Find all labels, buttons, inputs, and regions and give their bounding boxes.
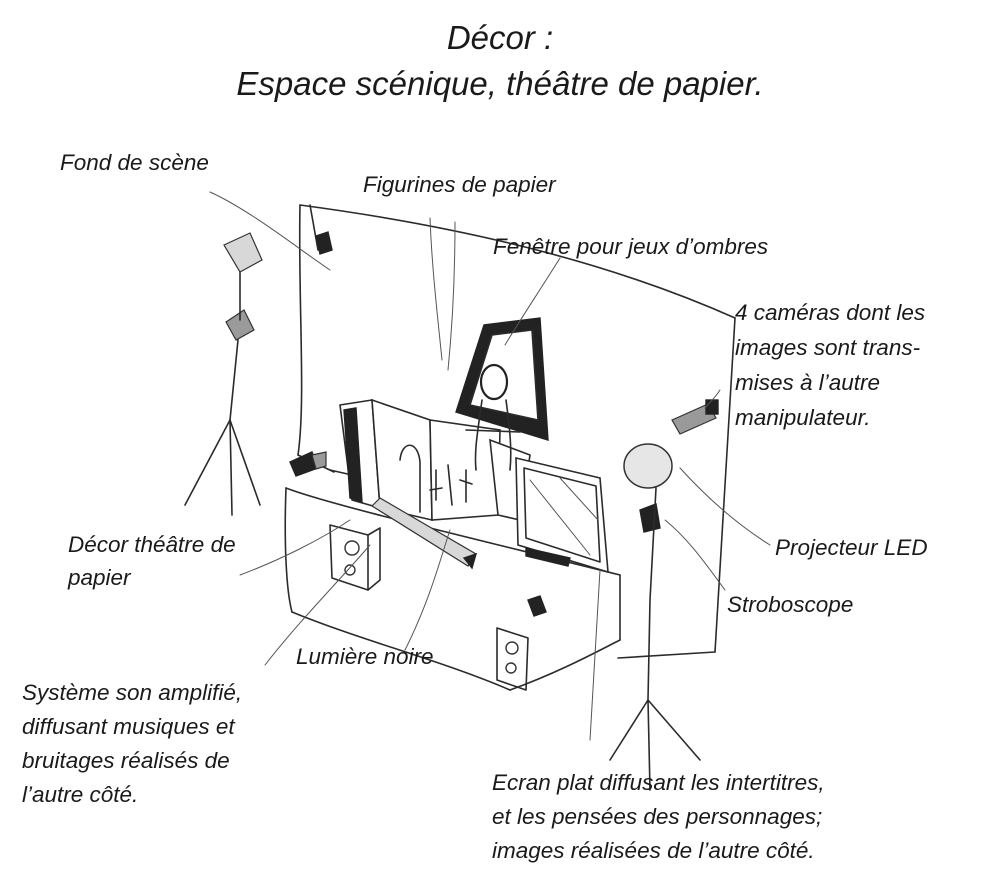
diagram-title: Décor : bbox=[446, 19, 554, 56]
backdrop-camera bbox=[309, 204, 333, 255]
right-camera bbox=[671, 399, 719, 435]
label-ecran-line1: Ecran plat diffusant les intertitres, bbox=[492, 770, 825, 795]
label-figurines: Figurines de papier bbox=[363, 172, 556, 197]
left-camera bbox=[289, 451, 327, 477]
label-son-line3: bruitages réalisés de bbox=[22, 748, 230, 773]
label-cameras-line2: images sont trans- bbox=[735, 335, 921, 360]
diagram-subtitle: Espace scénique, théâtre de papier. bbox=[236, 65, 764, 102]
leader-lines bbox=[209, 191, 771, 741]
label-cameras-line4: manipulateur. bbox=[735, 405, 871, 430]
label-cameras-line3: mises à l’autre bbox=[735, 370, 881, 395]
label-decor-line1: Décor théâtre de bbox=[68, 532, 236, 557]
shadow-window bbox=[455, 317, 549, 471]
label-cameras-line1: 4 caméras dont les bbox=[735, 300, 926, 325]
led-projector bbox=[609, 443, 701, 791]
right-speaker bbox=[496, 627, 529, 691]
black-light-tube bbox=[371, 497, 478, 570]
label-son-line4: l’autre côté. bbox=[22, 782, 139, 807]
label-son-line1: Système son amplifié, bbox=[22, 680, 243, 705]
label-stroboscope: Stroboscope bbox=[727, 592, 854, 617]
left-light-tripod bbox=[184, 232, 263, 516]
label-ecran-line3: images réalisées de l’autre côté. bbox=[492, 838, 815, 863]
left-speaker bbox=[329, 524, 381, 591]
label-fond-de-scene: Fond de scène bbox=[60, 150, 209, 175]
label-ecran-line2: et les pensées des personnages; bbox=[492, 804, 823, 829]
label-son-line2: diffusant musiques et bbox=[22, 714, 235, 739]
label-fenetre: Fenêtre pour jeux d’ombres bbox=[493, 234, 769, 259]
flat-screen bbox=[515, 456, 609, 617]
label-lumiere-noire: Lumière noire bbox=[296, 644, 434, 669]
label-decor-line2: papier bbox=[68, 565, 131, 590]
backdrop-screen bbox=[297, 204, 736, 659]
label-projecteur: Projecteur LED bbox=[775, 535, 928, 560]
